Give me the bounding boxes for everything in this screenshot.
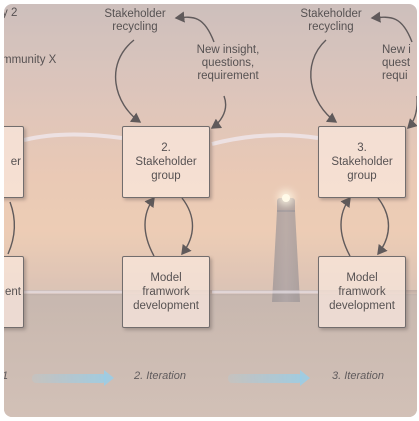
stakeholder-group-box-3: 3. Stakeholder group — [318, 126, 406, 198]
stakeholder-to-model-arrow-2 — [181, 197, 194, 256]
recycling-arrow-3 — [310, 39, 338, 123]
left-community-label: mmunity X — [4, 54, 57, 66]
connector-arrows — [7, 11, 417, 294]
model-to-stakeholder-arrow-3 — [340, 196, 351, 257]
insight-label-2: New insight, questions, requirement — [196, 44, 260, 82]
diagram-image-card: y 2 mmunity X er ent 1 Stakeholder recyc… — [4, 4, 417, 417]
model-to-stakeholder-arrow-2 — [144, 196, 155, 257]
insight-to-recycling-arrow-3 — [370, 11, 413, 43]
lighthouse-tower — [272, 210, 300, 302]
stakeholder-to-model-arrow-3 — [377, 197, 390, 256]
insight-arrow-2 — [210, 95, 227, 129]
left-community-top-label: y 2 — [4, 7, 18, 19]
left-iteration-label: 1 — [4, 370, 8, 382]
iteration-arrow-1-to-2 — [32, 370, 114, 386]
model-framework-box-3: Model framwork development — [318, 256, 406, 328]
insight-to-recycling-arrow-2 — [174, 11, 215, 43]
iteration-label-2: 2. Iteration — [134, 370, 186, 382]
iteration-diagram: y 2 mmunity X er ent 1 Stakeholder recyc… — [4, 4, 417, 417]
link-2-to-3 — [211, 133, 319, 146]
recycling-label-3: Stakeholder recycling — [300, 8, 362, 33]
insight-label-3: New i quest requi — [382, 44, 411, 82]
insight-arrow-3 — [407, 96, 417, 129]
lighthouse-silhouette — [266, 192, 306, 302]
lighthouse-light — [282, 194, 290, 202]
recycling-arrow-2 — [114, 39, 142, 123]
iteration-arrow-2-to-3 — [228, 370, 310, 386]
left-partial-arrow — [7, 201, 15, 255]
iteration-label-3: 3. Iteration — [332, 370, 384, 382]
left-model-box: ent — [4, 256, 24, 328]
left-stakeholder-box: er — [4, 126, 24, 198]
stakeholder-group-box-2: 2. Stakeholder group — [122, 126, 210, 198]
recycling-label-2: Stakeholder recycling — [104, 8, 166, 33]
horizon-line — [4, 290, 417, 296]
lighthouse-cap — [277, 198, 295, 212]
link-left-to-2 — [23, 132, 123, 142]
model-framework-box-2: Model framwork development — [122, 256, 210, 328]
